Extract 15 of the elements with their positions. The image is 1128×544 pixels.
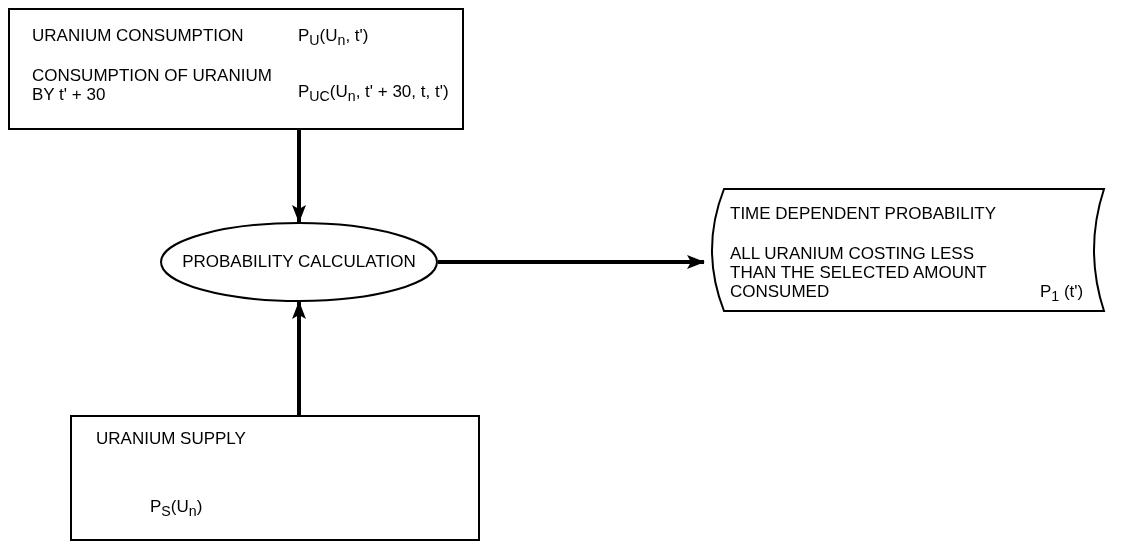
node-text: URANIUM CONSUMPTION: [32, 26, 245, 45]
process-box: [70, 415, 480, 541]
node-text: URANIUM SUPPLY: [96, 429, 247, 448]
node-text: ALL URANIUM COSTING LESS THAN THE SELECTED AMOUNT CONSUMED: [730, 244, 988, 301]
arrow: [292, 301, 306, 415]
node-text: TIME DEPENDENT PROBABILITY: [730, 204, 998, 223]
node-text: CONSUMPTION OF URANIUM BY t' + 30: [32, 66, 272, 104]
formula-text: P$_{U}$(U$_{n}$, t'): [298, 26, 370, 51]
arrow: [292, 130, 306, 223]
formula-text: P$_{S}$(U$_{n}$): [150, 497, 204, 522]
formula-text: P$_{1}$ (t'): [1040, 282, 1085, 307]
process-box: [8, 8, 464, 130]
node-text: PROBABILITY CALCULATION: [181, 252, 417, 271]
arrow: [438, 255, 705, 269]
formula-text: P$_{UC}$(U$_{n}$, t' + 30, t, t'): [298, 82, 450, 107]
